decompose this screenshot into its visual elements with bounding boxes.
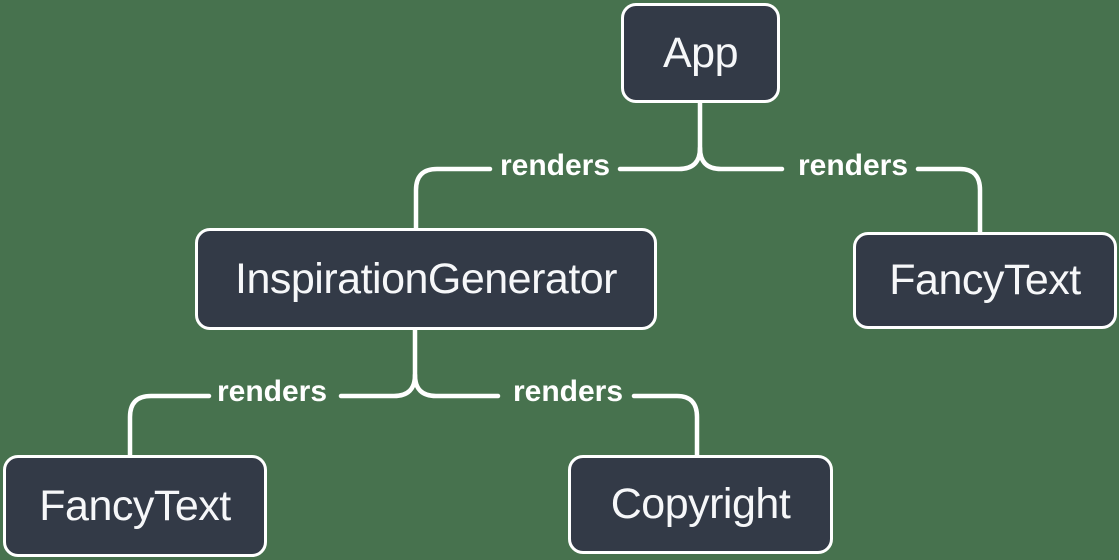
node-fancy-text-bottom-label: FancyText [39, 481, 231, 530]
edge-label-renders-inspirationgenerator-copyright: renders [512, 375, 624, 408]
node-inspiration-generator: InspirationGenerator [195, 228, 657, 330]
edge-label-renders-inspirationgenerator-fancytext: renders [216, 375, 328, 408]
node-fancy-text-bottom: FancyText [3, 455, 267, 557]
node-copyright-label: Copyright [610, 480, 791, 528]
edge-app-to-fancytext [697, 145, 983, 237]
edge-inspirationgenerator-to-copyright [412, 372, 700, 460]
edge-label-renders-app-inspirationgenerator: renders [499, 149, 611, 182]
node-fancy-text-top-label: FancyText [889, 256, 1081, 304]
node-app: App [621, 3, 780, 103]
node-fancy-text-top: FancyText [853, 232, 1117, 329]
node-app-label: App [662, 28, 739, 77]
edge-label-renders-app-fancytext: renders [797, 149, 909, 182]
node-inspiration-generator-label: InspirationGenerator [235, 254, 618, 303]
node-copyright: Copyright [568, 455, 833, 554]
